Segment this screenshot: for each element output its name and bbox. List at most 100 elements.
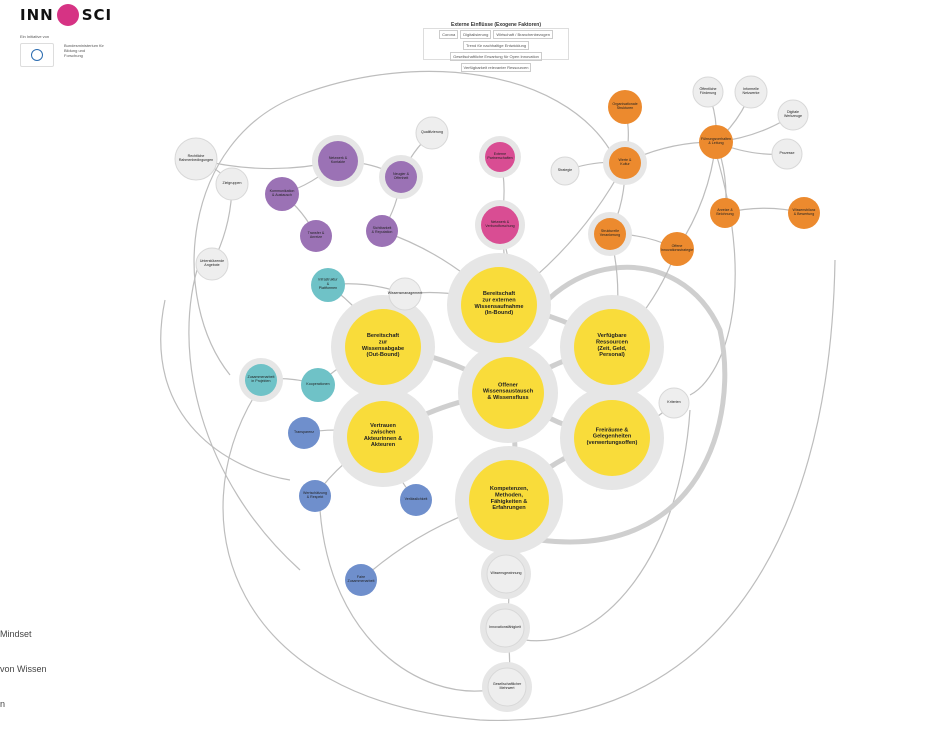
brand-left: INN (20, 6, 54, 24)
node-circle (461, 267, 537, 343)
legend-item[interactable]: Wirtschaft / Branchenbezogen (493, 30, 553, 39)
node-label: Zielgruppen (223, 181, 242, 185)
node-p2[interactable]: Neugier &Offenheit (379, 155, 423, 199)
node-g1[interactable]: Wissensgewinnung (481, 549, 531, 599)
legend-item[interactable]: Gesellschaftliche Erwartung für Open Inn… (450, 52, 542, 61)
node-circle (174, 137, 218, 181)
loop-edge (188, 259, 301, 571)
node-label: Strategie (558, 168, 572, 172)
node-label: Prozesse (780, 151, 795, 155)
loop-edge (222, 259, 836, 721)
node-circle (345, 564, 377, 596)
node-circle (318, 141, 358, 181)
node-label: Sichtbarkeit& Reputation (372, 226, 393, 234)
node-label: Qualifizierung (421, 130, 443, 134)
node-label: Werte &Kultur (619, 158, 633, 166)
node-b3[interactable]: Verlässlichkeit (400, 484, 432, 516)
node-label: Transparenz (294, 430, 314, 434)
node-o5[interactable]: Wissensbilanz& Bewertung (788, 197, 820, 229)
node-p1[interactable]: Netzwerk &Kontakte (312, 135, 364, 187)
node-label: Wissensmanagement (388, 291, 423, 295)
node-label: Freiräume &Gelegenheiten(verwertungsoffe… (587, 427, 638, 446)
node-circle (487, 667, 527, 707)
node-competence[interactable]: Kompetenzen,Methoden,Fähigkeiten &Erfahr… (455, 446, 563, 554)
brand-right: SCI (81, 6, 113, 24)
node-circle (609, 147, 641, 179)
legend-item[interactable]: Digitalisierung (460, 30, 492, 39)
node-b1[interactable]: Transparenz (288, 417, 320, 449)
node-g13[interactable]: Kriterien (658, 387, 690, 419)
node-circle (486, 554, 526, 594)
external-factors-legend: Externe Einflüsse (Exogene Faktoren) Cor… (423, 22, 569, 72)
node-p5[interactable]: Sichtbarkeit& Reputation (366, 215, 398, 247)
legend-title: Externe Einflüsse (Exogene Faktoren) (424, 22, 568, 28)
innosci-logo: INN SCI (20, 4, 112, 26)
node-g7[interactable]: Qualifizierung (415, 116, 449, 150)
node-o3[interactable]: Führungsverhalten& Leitung (699, 125, 733, 159)
node-t1[interactable]: Infrastruktur&Plattformen (311, 268, 345, 302)
node-circle (734, 75, 768, 109)
node-g8[interactable]: Wissensmanagement (388, 277, 423, 311)
node-g5[interactable]: Zielgruppen (215, 167, 249, 201)
legend-item[interactable]: Corona (439, 30, 459, 39)
node-circle (771, 138, 803, 170)
node-freedom[interactable]: Freiräume &Gelegenheiten(verwertungsoffe… (560, 386, 664, 490)
side-label-wissen[interactable]: von Wissen (0, 664, 47, 674)
node-p3[interactable]: Kommunikation& Austausch (265, 177, 299, 211)
node-label: Verlässlichkeit (405, 497, 428, 501)
sponsor-label: Ein Initiative von (20, 34, 50, 39)
node-label: Wissensgewinnung (491, 571, 522, 575)
node-o4[interactable]: Anreize &Belohnung (710, 198, 740, 228)
node-b2[interactable]: Wertschätzung& Respekt (299, 480, 331, 512)
node-circle (660, 232, 694, 266)
legend-item[interactable]: Trend für nachhaltige Entwicklung (462, 41, 530, 50)
node-circle (288, 417, 320, 449)
node-label: Kommunikation& Austausch (270, 189, 295, 197)
legend-item[interactable]: Verfügbarkeit relevanter Ressourcen (460, 63, 532, 72)
side-label-mindset[interactable]: Mindset (0, 629, 32, 639)
node-circle (245, 364, 277, 396)
node-g2[interactable]: Innovationsfähigkeit (480, 603, 530, 653)
loop-edge (319, 509, 491, 692)
node-g14[interactable]: Strategie (550, 156, 580, 186)
node-o2[interactable]: Werte &Kultur (603, 141, 647, 185)
node-circle (485, 608, 525, 648)
node-k2[interactable]: Netzwerk &Verbundforschung (475, 200, 525, 250)
node-t2[interactable]: Kooperationen (301, 368, 335, 402)
node-g12[interactable]: Prozesse (771, 138, 803, 170)
node-circle (608, 90, 642, 124)
node-circle (400, 484, 432, 516)
node-circle (415, 116, 449, 150)
node-circle (481, 206, 519, 244)
node-circle (658, 387, 690, 419)
side-label-n[interactable]: n (0, 699, 6, 709)
node-p4[interactable]: Transfer &Anreize (300, 220, 332, 252)
node-circle (594, 218, 626, 250)
loop-edge (524, 409, 691, 642)
